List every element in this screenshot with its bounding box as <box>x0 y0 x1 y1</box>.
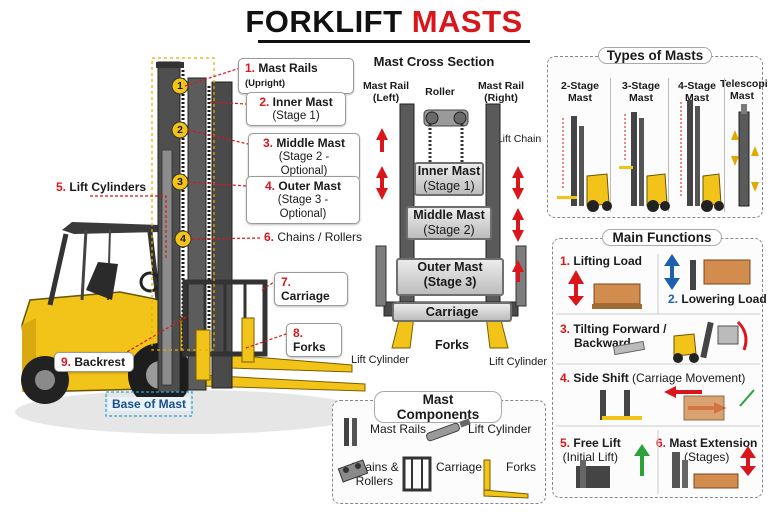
label-mast-rails: 1. Mast Rails (Upright) <box>238 58 354 94</box>
label-inner-mast: 2. Inner Mast (Stage 1) <box>246 92 346 126</box>
title-part-1: FORKLIFT <box>245 4 403 39</box>
component-carriage: Carriage <box>436 460 483 474</box>
overhead-guard <box>62 222 162 234</box>
cs-label-forks: Forks <box>434 338 470 352</box>
label-outer-mast: 4. Outer Mast (Stage 3 - Optional) <box>246 176 360 224</box>
function-side-shift: 4. Side Shift (Carriage Movement) <box>560 371 746 385</box>
cs-label-lift-cylinder-right: Lift Cylinder <box>488 356 548 368</box>
cs-label-mast-rail-right: Mast Rail (Right) <box>477 80 525 104</box>
floor-shadow <box>15 390 365 434</box>
label-middle-mast: 3. Middle Mast (Stage 2 - Optional) <box>248 133 360 181</box>
page-title: FORKLIFT MASTS <box>0 4 768 40</box>
mast-marker-2: 2 <box>177 124 183 136</box>
cs-middle-mast: Middle Mast (Stage 2) <box>406 206 492 240</box>
function-free-lift: 5. Free Lift (Initial Lift) <box>560 436 621 464</box>
cs-label-roller: Roller <box>425 86 455 98</box>
label-base-of-mast: Base of Mast <box>108 397 190 411</box>
mast-marker-4: 4 <box>180 233 186 245</box>
label-lift-cylinders: 5. Lift Cylinders <box>56 180 147 194</box>
component-forks: Forks <box>506 460 536 474</box>
forklift-illustration <box>15 57 366 434</box>
label-chains-rollers: 6. Chains / Rollers <box>264 230 363 244</box>
type-2-stage: 2-Stage Mast <box>561 80 599 104</box>
fork-shank-right <box>241 317 255 363</box>
cs-inner-mast: Inner Mast (Stage 1) <box>414 162 484 196</box>
component-mast-rails: Mast Rails <box>370 422 427 436</box>
label-carriage: 7. Carriage <box>274 272 348 306</box>
title-part-2: MASTS <box>411 4 523 39</box>
cs-carriage: Carriage <box>392 302 512 322</box>
cs-outer-mast: Outer Mast (Stage 3) <box>396 258 504 296</box>
seat <box>86 262 118 300</box>
main-functions-illustration <box>556 254 760 494</box>
label-forks: 8. Forks <box>286 323 342 357</box>
mast-marker-1: 1 <box>177 80 183 92</box>
cross-section-title: Mast Cross Section <box>373 54 495 69</box>
mini-forklift-2-stage <box>557 116 612 212</box>
function-mast-extension: 6. Mast Extension (Stages) <box>656 436 758 464</box>
cs-label-lift-chain: Lift Chain <box>496 133 542 145</box>
mast-components-title: Mast Components <box>374 391 502 423</box>
label-backrest: 9. Backrest <box>54 352 134 372</box>
mast-rail-right <box>211 81 233 389</box>
types-of-masts-title: Types of Masts <box>598 47 712 64</box>
function-lifting-load: 1. Lifting Load <box>560 254 643 268</box>
lift-cylinder <box>161 149 173 386</box>
mast-marker-3: 3 <box>177 176 183 188</box>
main-functions-title: Main Functions <box>602 229 722 246</box>
type-3-stage: 3-Stage Mast <box>622 80 660 104</box>
cs-label-mast-rail-left: Mast Rail (Left) <box>362 80 410 104</box>
component-lift-cylinder: Lift Cylinder <box>468 422 532 436</box>
telescopic-mast <box>731 104 759 207</box>
mini-forklift-4-stage <box>680 100 724 212</box>
cs-label-lift-cylinder-left: Lift Cylinder <box>350 354 410 366</box>
mini-forklift-3-stage <box>619 112 670 212</box>
fork-shank-left <box>195 329 211 381</box>
function-lowering-load: 2. Lowering Load <box>668 292 767 306</box>
type-telescopic: Telescopic Mast <box>720 78 768 102</box>
guard-post-rear <box>47 233 69 306</box>
mast-types-illustration <box>557 100 759 212</box>
title-underline <box>258 40 530 43</box>
mast-components-illustration <box>337 418 529 499</box>
